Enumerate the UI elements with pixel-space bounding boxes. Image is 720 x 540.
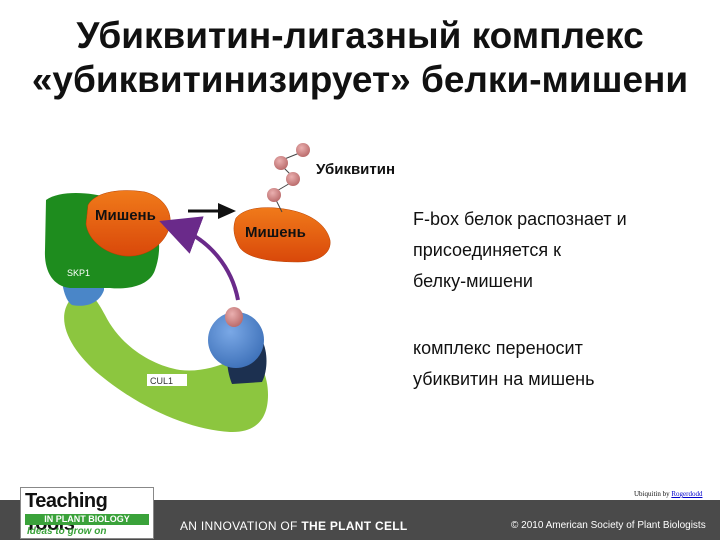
target-label-right: Мишень [245, 224, 306, 241]
innovation-prefix: AN INNOVATION OF [180, 519, 298, 533]
ubiquitin-chain-bead [296, 143, 310, 157]
target-label-left: Мишень [95, 207, 156, 224]
innovation-text: AN INNOVATION OF THE PLANT CELL [180, 519, 408, 533]
release-arrowhead [218, 203, 236, 219]
ubiquitin-bead [225, 307, 243, 327]
cul1-label-box [147, 374, 187, 386]
logo-subtitle: IN PLANT BIOLOGY [25, 514, 149, 525]
description-line-1: F-box белок распознает и [413, 209, 627, 229]
description-line-3: белку-мишени [413, 271, 533, 291]
page-title: Убиквитин-лигазный комплекс «убиквитиниз… [0, 14, 720, 102]
rbx1-protein [208, 312, 264, 368]
cul1-scaffold [64, 290, 269, 433]
target-protein-right [233, 207, 331, 263]
description-line-5: убиквитин на мишень [413, 369, 595, 389]
description-line-4: комплекс переносит [413, 338, 583, 358]
cul1-label: CUL1 [150, 376, 173, 386]
logo-tagline: Ideas to grow on [27, 526, 107, 537]
transfer-arrow [159, 216, 240, 301]
ubiquitin-chain-bead [286, 172, 300, 186]
title-line-1: Убиквитин-лигазный комплекс [76, 15, 644, 56]
innovation-name: THE PLANT CELL [301, 519, 408, 533]
teaching-tools-logo[interactable]: Teaching Tools IN PLANT BIOLOGY Ideas to… [20, 487, 154, 539]
credit-link[interactable]: Rogerdodd [671, 490, 703, 498]
skp1-label: SKP1 [67, 268, 90, 278]
ubiquitin-label: Убиквитин [316, 161, 396, 178]
description-line-2: присоединяется к [413, 240, 561, 260]
credit-prefix: Ubiquitin by [634, 490, 670, 498]
copyright-text: © 2010 American Society of Plant Biologi… [511, 520, 706, 531]
ubiquitin-chain-bead [267, 188, 281, 202]
title-line-2: «убиквитинизирует» белки-мишени [31, 59, 689, 100]
image-credit: Ubiquitin by Rogerdodd [634, 490, 702, 498]
ubiquitin-chain-bead [274, 156, 288, 170]
